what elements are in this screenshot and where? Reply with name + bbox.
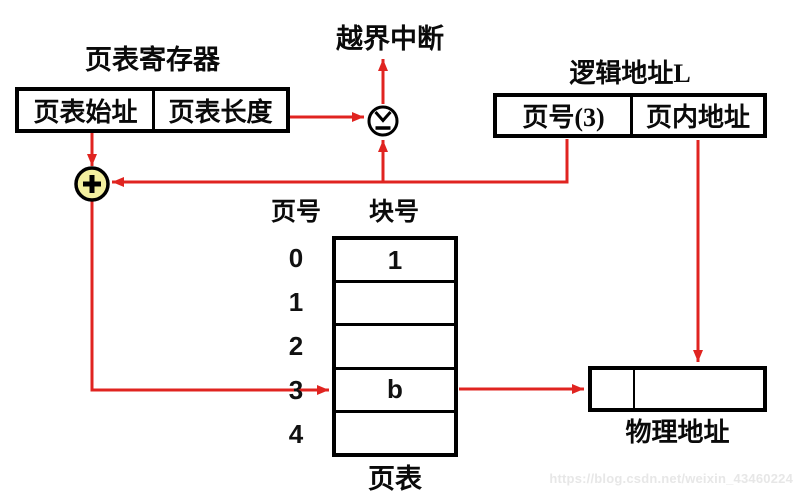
register-length-cell: 页表长度 — [168, 97, 273, 127]
register-title: 页表寄存器 — [85, 44, 220, 75]
physical-block-cell — [592, 370, 635, 408]
logical-pageno-cell: 页号(3) — [497, 97, 633, 134]
page-table-caption: 页表 — [368, 463, 422, 494]
page-table-register-box: 页表始址 页表长度 — [15, 87, 290, 133]
arrow-pageno-to-adder — [112, 139, 569, 187]
logical-offset-cell: 页内地址 — [645, 103, 750, 132]
register-start-cell: 页表始址 — [19, 91, 155, 129]
table-row — [336, 283, 454, 327]
interrupt-label: 越界中断 — [336, 23, 444, 54]
logical-address-title: 逻辑地址L — [569, 58, 691, 88]
row-label-3: 3 — [288, 375, 304, 406]
block-number-header: 块号 — [368, 199, 419, 226]
table-row: 1 — [336, 240, 454, 284]
table-row — [336, 413, 454, 453]
plus-icon — [74, 166, 110, 202]
table-row: b — [336, 370, 454, 413]
row-label-0: 0 — [288, 242, 304, 273]
physical-address-label: 物理地址 — [625, 417, 730, 447]
logical-address-box: 页号(3) 页内地址 — [493, 93, 767, 138]
row-label-4: 4 — [288, 419, 304, 450]
page-number-header: 页号 — [270, 199, 321, 226]
page-table-row-labels: 0 1 2 3 4 — [278, 236, 314, 457]
table-row — [336, 326, 454, 370]
row-label-1: 1 — [288, 286, 304, 317]
page-table: 1 b — [332, 236, 458, 457]
row-label-2: 2 — [288, 331, 304, 361]
physical-address-box — [588, 366, 767, 412]
less-equal-icon — [367, 105, 399, 137]
physical-offset-cell — [635, 370, 763, 408]
watermark-text: https://blog.csdn.net/weixin_43460224 — [549, 471, 793, 486]
